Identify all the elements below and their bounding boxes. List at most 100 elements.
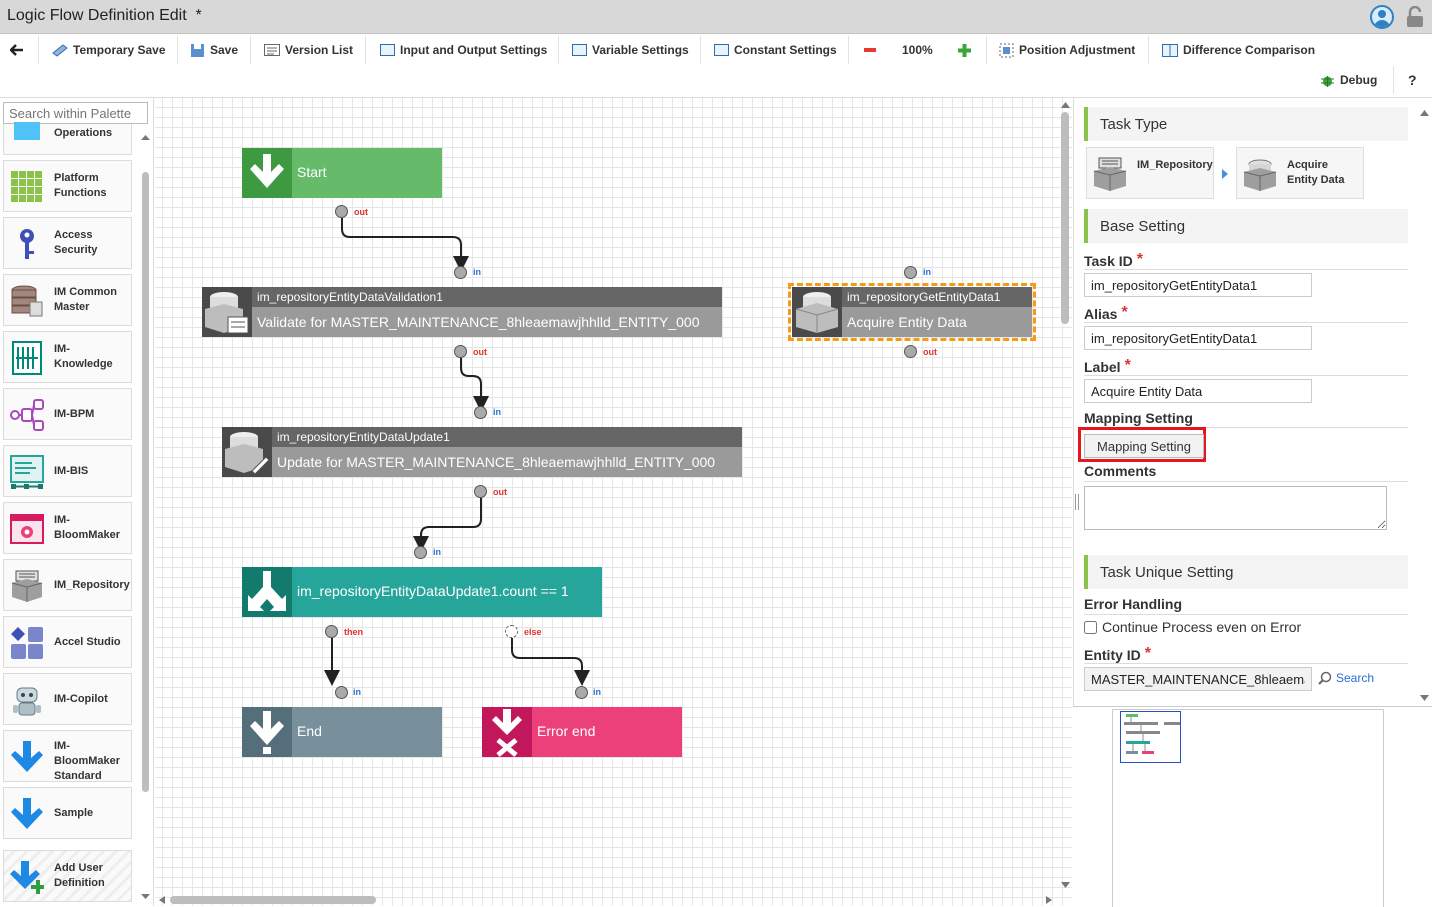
label-label: Label*	[1084, 357, 1131, 375]
version-list-button[interactable]: Version List	[264, 41, 353, 59]
entity-id-input[interactable]	[1084, 667, 1312, 691]
debug-button[interactable]: Debug	[1320, 71, 1377, 89]
palette-panel: Operations Platform Functions Access Sec…	[0, 98, 154, 906]
error-end-icon	[482, 707, 532, 757]
zoom-level: 100%	[902, 41, 933, 59]
difference-comparison-button[interactable]: Difference Comparison	[1162, 41, 1315, 59]
validation-in-port[interactable]	[454, 266, 467, 279]
port-label: in	[493, 407, 501, 417]
label-input[interactable]	[1084, 379, 1312, 403]
mapping-setting-button[interactable]: Mapping Setting	[1084, 434, 1204, 458]
get-entity-task-node[interactable]: im_repositoryGetEntityData1 Acquire Enti…	[788, 283, 1036, 341]
panel-resize-handle[interactable]	[1075, 494, 1079, 510]
validation-task-node[interactable]: im_repositoryEntityDataValidation1 Valid…	[202, 287, 722, 337]
position-adjustment-button[interactable]: Position Adjustment	[999, 41, 1135, 59]
start-node[interactable]: Start	[242, 148, 442, 198]
breadcrumb-chevron-icon	[1222, 169, 1228, 179]
task-unique-section-header: Task Unique Setting	[1084, 555, 1408, 589]
error-end-in-port[interactable]	[575, 686, 588, 699]
get-entity-in-port[interactable]	[904, 266, 917, 279]
constant-settings-button[interactable]: Constant Settings	[714, 41, 837, 59]
palette-scrollbar-thumb[interactable]	[142, 172, 149, 792]
arrow-down-icon	[11, 741, 43, 772]
canvas-vertical-scrollbar[interactable]	[1059, 98, 1072, 906]
window-title-text: Logic Flow Definition Edit	[7, 7, 187, 24]
palette-item-accel-studio[interactable]: Accel Studio	[3, 616, 132, 668]
palette-item-label: IM-Copilot	[54, 692, 108, 705]
update-in-port[interactable]	[474, 406, 487, 419]
alias-input[interactable]	[1084, 326, 1312, 350]
palette-item-im-bpm[interactable]: IM-BPM	[3, 388, 132, 440]
end-in-port[interactable]	[335, 686, 348, 699]
palette-item-operations[interactable]: Operations	[3, 122, 132, 155]
repository-get-icon	[792, 287, 842, 337]
palette-item-sample[interactable]: Sample	[3, 787, 132, 839]
lock-icon[interactable]	[1406, 6, 1424, 28]
position-adjustment-icon	[999, 43, 1014, 57]
branch-else-port[interactable]	[505, 625, 518, 638]
properties-scrollbar[interactable]	[1418, 98, 1431, 706]
palette-item-im-common-master[interactable]: IM Common Master	[3, 274, 132, 326]
knowledge-icon	[12, 341, 42, 375]
error-handling-label: Error Handling	[1084, 596, 1183, 612]
io-settings-button[interactable]: Input and Output Settings	[380, 41, 547, 59]
palette-item-im-repository[interactable]: IM_Repository	[3, 559, 132, 611]
scroll-left-arrow-icon[interactable]	[157, 895, 167, 905]
palette-item-access-security[interactable]: Access Security	[3, 217, 132, 269]
palette-item-im-knowledge[interactable]: IM-Knowledge	[3, 331, 132, 383]
get-entity-out-port[interactable]	[904, 345, 917, 358]
comments-textarea[interactable]	[1084, 486, 1387, 530]
difference-comparison-label: Difference Comparison	[1183, 43, 1316, 57]
error-end-node[interactable]: Error end	[482, 707, 682, 757]
branch-then-port[interactable]	[325, 625, 338, 638]
palette-item-im-copilot[interactable]: IM-Copilot	[3, 673, 132, 725]
variable-settings-button[interactable]: Variable Settings	[572, 41, 689, 59]
flow-connectors	[324, 218, 590, 686]
palette-item-bloommaker-standard[interactable]: IM-BloomMaker Standard	[3, 730, 132, 782]
task-id-input[interactable]	[1084, 273, 1312, 297]
save-button[interactable]: Save	[190, 41, 238, 59]
flow-canvas[interactable]: Start out in im_repositoryEntityDataVali…	[155, 98, 1072, 906]
port-label: in	[923, 267, 931, 277]
update-out-port[interactable]	[474, 485, 487, 498]
task-type-name-card: Acquire Entity Data	[1236, 147, 1364, 199]
entity-search-link[interactable]: Search	[1318, 671, 1374, 685]
scroll-right-arrow-icon[interactable]	[1044, 895, 1054, 905]
operations-icon	[14, 122, 40, 140]
minimap-viewport[interactable]	[1120, 711, 1181, 763]
branch-in-port[interactable]	[414, 546, 427, 559]
end-node[interactable]: End	[242, 707, 442, 757]
palette-search-input[interactable]	[3, 102, 148, 124]
help-button[interactable]: ?	[1408, 71, 1417, 89]
comments-label: Comments	[1084, 463, 1157, 479]
continue-on-error-label[interactable]: Continue Process even on Error	[1102, 619, 1302, 635]
port-label: in	[593, 687, 601, 697]
palette-item-im-bis[interactable]: IM-BIS	[3, 445, 132, 497]
canvas-horizontal-scrollbar-thumb[interactable]	[170, 896, 376, 904]
io-settings-label: Input and Output Settings	[400, 43, 548, 57]
temporary-save-icon	[52, 44, 68, 57]
palette-scrollbar[interactable]	[139, 132, 152, 902]
user-avatar-icon[interactable]	[1370, 5, 1394, 29]
palette-item-label: Sample	[54, 806, 94, 819]
validation-out-port[interactable]	[454, 345, 467, 358]
palette-item-label: IM_Repository	[54, 578, 130, 591]
required-marker: *	[1144, 645, 1152, 662]
temporary-save-button[interactable]: Temporary Save	[52, 41, 166, 59]
validation-task-id: im_repositoryEntityDataValidation1	[257, 290, 443, 304]
zoom-level-text: 100%	[902, 43, 933, 57]
back-button[interactable]	[10, 41, 24, 59]
palette-item-label: Add User Definition	[54, 862, 105, 889]
zoom-out-button[interactable]	[863, 41, 877, 59]
continue-on-error-checkbox[interactable]	[1084, 621, 1097, 634]
start-out-port[interactable]	[335, 205, 348, 218]
canvas-vertical-scrollbar-thumb[interactable]	[1061, 112, 1069, 324]
zoom-in-button[interactable]	[957, 41, 972, 59]
palette-item-add-user-definition[interactable]: Add User Definition	[3, 850, 132, 902]
palette-item-im-bloommaker[interactable]: IM-BloomMaker	[3, 502, 132, 554]
update-task-node[interactable]: im_repositoryEntityDataUpdate1 Update fo…	[222, 427, 742, 477]
branch-node[interactable]: im_repositoryEntityDataUpdate1.count == …	[242, 567, 602, 617]
minimap[interactable]	[1073, 706, 1432, 907]
update-task-label: Update for MASTER_MAINTENANCE_8hleaemawj…	[277, 454, 716, 470]
palette-item-platform-functions[interactable]: Platform Functions	[3, 160, 132, 212]
